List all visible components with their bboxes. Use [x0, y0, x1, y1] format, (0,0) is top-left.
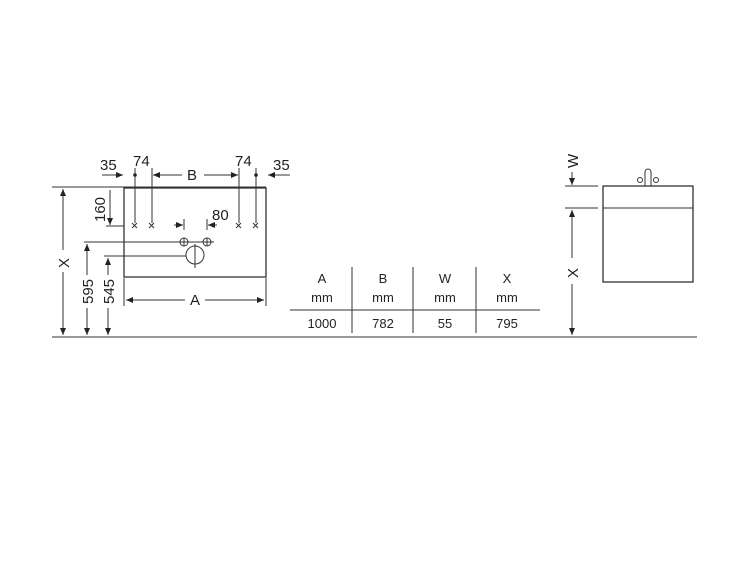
table-value-x: 795	[496, 316, 518, 331]
table-value-a: 1000	[308, 316, 337, 331]
dim-label-35-right: 35	[273, 157, 290, 174]
dim-label-74-right: 74	[235, 153, 252, 170]
front-view: 35 74 B 74 35 80 160 X 595 545 A	[52, 153, 290, 335]
x-marks	[131, 222, 259, 229]
dim-label-b: B	[187, 167, 197, 184]
table-header-x: X	[503, 271, 512, 286]
dim-label-x-side: X	[565, 268, 582, 278]
table-unit: mm	[372, 290, 394, 305]
faucet-icon	[637, 168, 659, 186]
dim-label-a: A	[190, 292, 200, 309]
table-unit: mm	[496, 290, 518, 305]
dim-label-35-left: 35	[100, 157, 117, 174]
table-value-b: 782	[372, 316, 394, 331]
dim-label-74-left: 74	[133, 153, 150, 170]
dim-label-x: X	[56, 258, 73, 268]
table-header-w: W	[439, 271, 452, 286]
table-header-a: A	[318, 271, 327, 286]
table-unit: mm	[434, 290, 456, 305]
table-header-b: B	[379, 271, 388, 286]
side-cabinet	[602, 185, 694, 283]
front-cabinet	[123, 187, 267, 278]
side-view: W X	[565, 153, 694, 335]
dim-label-160: 160	[92, 197, 109, 222]
dim-label-80: 80	[212, 207, 229, 224]
dim-label-545: 545	[101, 279, 118, 304]
dimension-table: A B W X mm mm mm mm 1000 782 55 795	[290, 267, 540, 333]
dim-label-595: 595	[80, 279, 97, 304]
table-unit: mm	[311, 290, 333, 305]
dim-label-w: W	[565, 153, 582, 168]
table-value-w: 55	[438, 316, 452, 331]
